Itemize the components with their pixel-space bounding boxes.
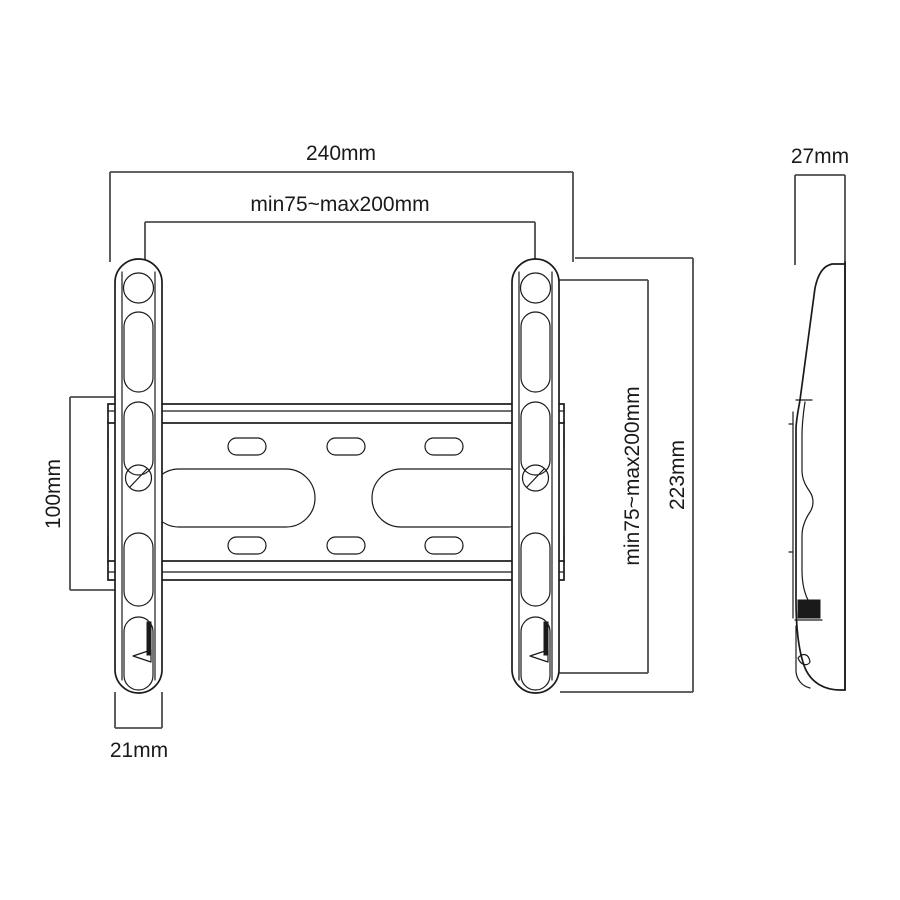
right-rail-keyhole-slot-bottom	[520, 616, 551, 691]
dimension-overall-width-label: 240mm	[306, 142, 376, 165]
left-rail-long-slot-upper	[123, 311, 154, 393]
plate-slot-row-bottom	[227, 536, 464, 555]
dimension-overall-width: 240mm	[109, 142, 574, 262]
dimension-depth-label: 27mm	[791, 145, 849, 168]
right-rail-screw-head	[521, 464, 550, 492]
side-view	[788, 261, 846, 691]
side-bracket-outer-profile	[795, 263, 846, 691]
dimension-vesa-width: min75~max200mm	[144, 193, 536, 268]
lower-rail-band	[107, 560, 565, 581]
right-rail-screw-slot	[526, 468, 545, 488]
left-rail-screw-circle	[124, 464, 153, 492]
plate-slot-bottom-1	[227, 536, 267, 555]
side-bracket-inner-contour	[801, 401, 814, 601]
right-rail-round-hole-top	[519, 272, 552, 304]
plate-slot-bottom-3	[424, 536, 464, 555]
right-rail-slot-lower-mid	[520, 532, 551, 607]
dimension-rail-width-label: 21mm	[110, 739, 168, 762]
center-plate-body	[107, 421, 565, 563]
right-rail-long-slot-upper	[520, 311, 551, 393]
right-rail-keyhole-bar	[543, 621, 549, 656]
right-vertical-rail	[511, 258, 560, 694]
plate-slot-bottom-2	[326, 536, 366, 555]
dimension-overall-height: 223mm	[560, 257, 694, 693]
left-rail-keyhole-slot-bottom	[123, 616, 154, 691]
right-rail-release-tab	[529, 649, 549, 663]
left-rail-keyhole-bar	[146, 621, 152, 656]
side-bottom-tail	[795, 625, 811, 689]
plate-slot-top-2	[326, 437, 366, 456]
right-rail-slot-upper-mid	[520, 401, 551, 476]
left-rail-slot-upper-mid	[123, 401, 154, 476]
dimension-vesa-height: min75~max200mm	[556, 279, 649, 674]
right-rail-screw-circle	[521, 464, 550, 492]
upper-rail-band	[107, 403, 565, 424]
left-rail-body	[114, 258, 163, 694]
plate-slot-top-3	[424, 437, 464, 456]
plate-edge-ticks	[107, 429, 565, 555]
dimension-overall-height-label: 223mm	[666, 440, 689, 510]
front-view	[107, 258, 565, 694]
center-mounting-plate	[107, 403, 565, 581]
right-rail-body	[511, 258, 560, 694]
dimension-rail-width: 21mm	[110, 692, 168, 762]
left-vertical-rail	[114, 258, 163, 694]
plate-slot-row-top	[227, 437, 464, 456]
lower-horizontal-rail	[107, 560, 565, 581]
dimension-vesa-width-label: min75~max200mm	[250, 193, 429, 216]
right-rail-keyhole-outline	[520, 616, 551, 691]
left-rail-screw-head	[124, 464, 153, 492]
dimension-vesa-height-label: min75~max200mm	[621, 386, 644, 565]
left-rail-release-tab	[132, 649, 152, 663]
side-release-hook	[797, 653, 811, 666]
upper-horizontal-rail	[107, 403, 565, 424]
left-rail-slot-lower-mid	[123, 532, 154, 607]
dimension-plate-height-label: 100mm	[42, 459, 65, 529]
left-rail-keyhole-outline	[123, 616, 154, 691]
left-rail-screw-slot	[129, 468, 148, 488]
side-lock-tab	[797, 599, 821, 619]
left-rail-round-hole-top	[122, 272, 155, 304]
plate-slot-top-1	[227, 437, 267, 456]
